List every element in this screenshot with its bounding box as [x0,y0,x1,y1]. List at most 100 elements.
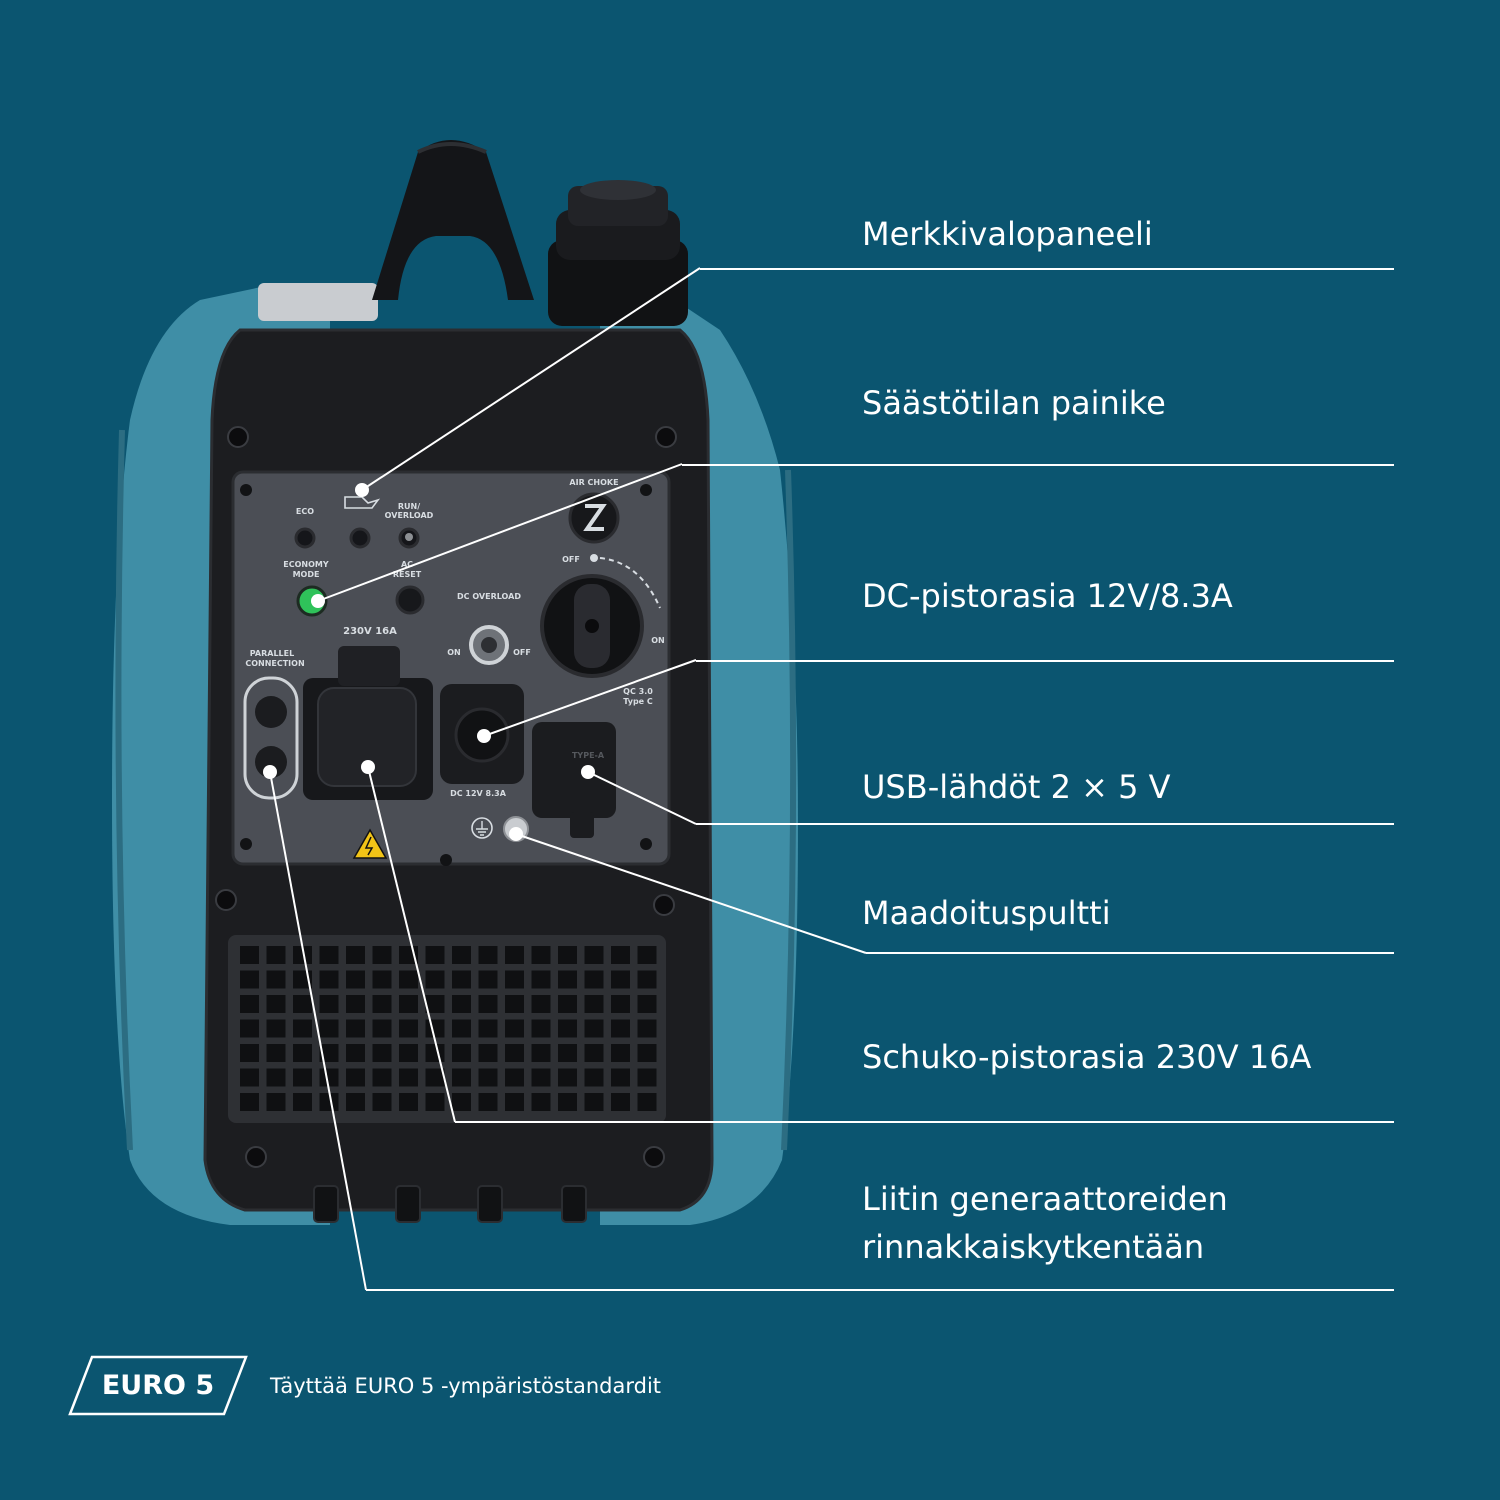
grille-hole [319,1093,339,1111]
grille-hole [346,946,365,964]
grille-hole [584,1019,604,1038]
grille-hole [425,946,445,964]
grille-hole [346,995,365,1013]
eco-label: ECO [296,507,314,516]
grille-hole [372,1093,392,1111]
grille-hole [240,1068,259,1087]
grille-hole [505,1019,524,1038]
grille-hole [637,1093,657,1111]
grille-hole [611,1093,630,1111]
grille-hole [293,1019,312,1038]
grille-hole [346,1093,365,1111]
grille-hole [319,1068,339,1087]
grille-hole [584,1068,604,1087]
grille-hole [425,1068,445,1087]
grille-hole [558,1093,577,1111]
grille-hole [319,995,339,1013]
grille-hole [346,1019,365,1038]
grille-hole [452,1019,471,1038]
air-choke-label: AIR CHOKE [569,478,618,487]
grille-hole [240,970,259,989]
grille-hole [505,995,524,1013]
ac-reset-label-1: AC [401,560,413,569]
grille-hole [611,1068,630,1087]
grille-hole [611,995,630,1013]
grille-hole [399,1019,418,1038]
grille-hole [611,1044,630,1062]
dc-on-label: ON [447,648,461,657]
grille-hole [558,946,577,964]
grille-hole [637,946,657,964]
grille-hole [452,995,471,1013]
grille-hole [293,946,312,964]
grille-hole [399,1068,418,1087]
warning-triangle-icon [352,828,388,859]
grille-hole [637,970,657,989]
dc-rating-label: DC 12V 8.3A [450,789,507,798]
grille-hole [584,1093,604,1111]
run-overload-label-1: RUN/ [398,502,420,511]
callout-leader-lines [269,267,867,1291]
dc-off-label: OFF [513,648,531,657]
grille-hole [452,1068,471,1087]
grille-hole [531,995,551,1013]
grille-hole [425,1019,445,1038]
grille-hole [293,1068,312,1087]
grille-hole [240,995,259,1013]
callout-usb-lahdot: USB-lähdöt 2 × 5 V [862,768,1171,806]
callout-maadoituspultti: Maadoituspultti [862,894,1111,932]
grille-hole [637,1068,657,1087]
grille-hole [637,995,657,1013]
grille-hole [611,946,630,964]
grille-hole [531,1068,551,1087]
grille-hole [637,1044,657,1062]
grille-hole [478,1044,498,1062]
grille-hole [505,970,524,989]
grille-hole [266,995,286,1013]
grille-hole [346,970,365,989]
panel-screws [240,484,652,866]
grille-hole [452,946,471,964]
grille-hole [558,1068,577,1087]
callout-anchor-dots [263,483,595,841]
callout-schuko-pistorasia: Schuko-pistorasia 230V 16A [862,1038,1312,1076]
rule-merkkivalopaneeli [700,268,1394,270]
grille-hole [531,1019,551,1038]
run-overload-label-2: OVERLOAD [385,511,434,520]
economy-mode-label-1: ECONOMY [283,560,329,569]
grille-hole [372,1068,392,1087]
parallel-label-2: CONNECTION [245,659,304,668]
grille-hole [266,1019,286,1038]
grille-hole [558,1019,577,1038]
rule-saastotilan-painike [682,464,1394,466]
rule-liitin [366,1289,1394,1291]
euro-5-badge: EURO 5 [101,1370,215,1401]
callout-liitin-line-1: Liitin generaattoreiden [862,1180,1228,1218]
parallel-connection-port [243,676,299,800]
grille-hole [399,1093,418,1111]
grille-hole [478,970,498,989]
grille-hole [505,1044,524,1062]
grille-hole [319,1019,339,1038]
grille-hole [505,946,524,964]
grille-hole [478,946,498,964]
grille-hole [611,1019,630,1038]
grille-hole [372,1044,392,1062]
parallel-label-1: PARALLEL [250,649,294,658]
euro-5-note: Täyttää EURO 5 -ympäristöstandardit [270,1374,662,1398]
grille-hole [319,946,339,964]
top-label-sticker [258,283,378,321]
rule-usb-lahdot [696,823,1394,825]
grille-hole [240,1093,259,1111]
grille-hole [478,1068,498,1087]
grille-hole [425,970,445,989]
base-feet [313,1185,587,1223]
ground-symbol [471,817,493,839]
grille-hole [478,995,498,1013]
fuel-cap [548,180,688,326]
grille-hole [505,1068,524,1087]
qc-label-2: Type C [623,697,653,706]
ac-reset-button[interactable] [395,585,425,615]
